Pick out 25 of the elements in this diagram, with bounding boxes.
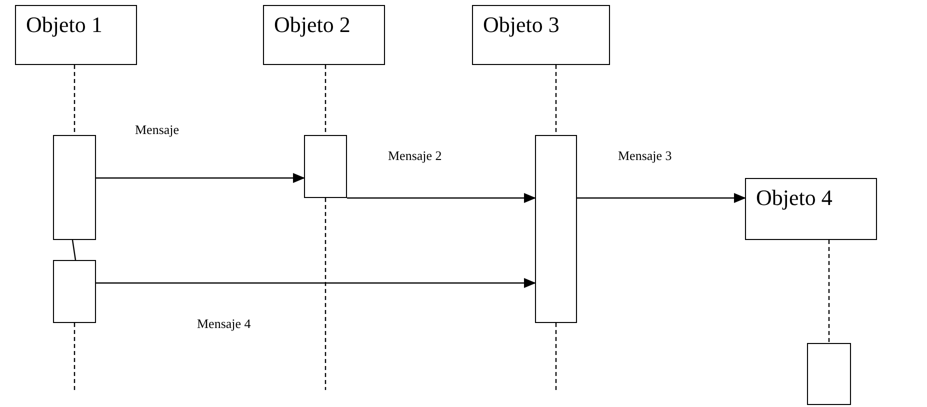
activation-bar (53, 260, 96, 323)
message-arrow (347, 193, 536, 203)
lifeline (555, 323, 557, 390)
object-box: Objeto 3 (472, 5, 610, 65)
edge-label: Mensaje (133, 122, 182, 138)
edge-label: Mensaje 2 (386, 148, 444, 164)
activation-bar (807, 343, 851, 405)
edge-label: Mensaje 3 (616, 148, 674, 164)
activation-bar (304, 135, 347, 198)
message-arrow (96, 278, 536, 288)
lifeline (74, 65, 76, 135)
message-arrow (96, 173, 305, 183)
lifeline (324, 198, 326, 390)
activation-bar (53, 135, 96, 240)
edge-label: Mensaje 4 (195, 316, 253, 332)
object-box: Objeto 1 (15, 5, 137, 65)
lifeline (324, 65, 326, 135)
lifeline (555, 65, 557, 135)
lifeline (828, 240, 830, 343)
lifeline (74, 323, 76, 390)
object-box: Objeto 2 (263, 5, 385, 65)
activation-bar (535, 135, 577, 323)
connector-line (72, 240, 76, 260)
object-box: Objeto 4 (745, 178, 877, 240)
message-arrow (577, 193, 746, 203)
